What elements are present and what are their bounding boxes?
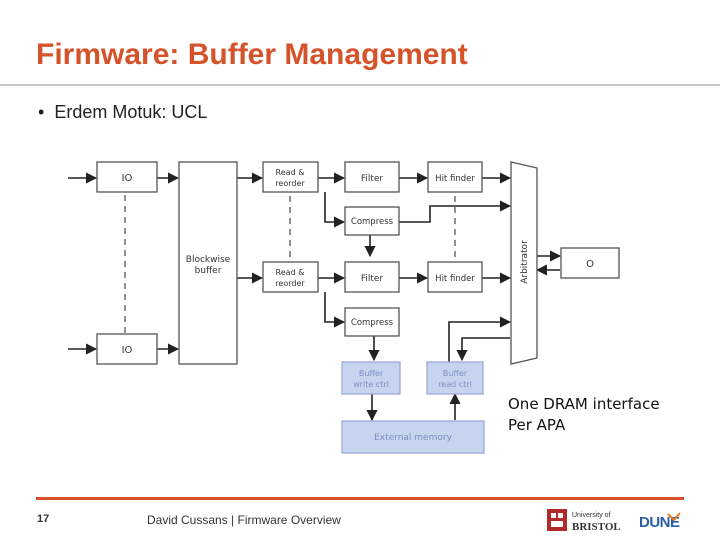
read-to-compress-top [324,192,346,228]
read-top-label-2: reorder [275,179,305,188]
read-reorder-box-top [262,161,319,193]
bullet-text: Erdem Motuk: UCL [54,102,208,122]
arbitrator-label: Arbitrator [520,240,530,284]
readctrl-to-arb [448,316,512,362]
dune-logo: DUNE [639,512,681,531]
compress-box-bottom [344,307,400,337]
compress-to-arb-top [399,200,512,223]
external-memory-box [341,420,485,454]
read-bot-label-1: Read & [276,268,305,277]
dune-logo-text: DUNE [639,514,680,531]
university-of-bristol-logo: University of BRISTOL [547,509,621,533]
dram-note-line2: Per APA [508,416,566,434]
read-top-label-1: Read & [276,168,305,177]
filter-bot-label: Filter [361,274,384,284]
bristol-logo-text-2: BRISTOL [572,521,621,533]
hit-top-label: Hit finder [435,174,475,184]
io-box-top [96,161,158,193]
output-io-label: O [586,259,594,270]
bullet-item: • Erdem Motuk: UCL [38,102,207,123]
buffer-read-label-2: read ctrl [438,380,472,389]
bristol-logo-text-1: University of [572,512,611,519]
buffer-read-ctrl-box [426,361,484,395]
title-divider [0,84,720,86]
output-io-box [560,247,620,279]
dune-wave-icon [667,512,681,522]
arb-to-readctrl [456,337,510,362]
buffer-write-label-2: write ctrl [353,380,389,389]
io-bottom-label: IO [122,345,133,356]
compress-bot-label: Compress [351,318,394,328]
buffer-write-label-1: Buffer [359,369,384,378]
bristol-crest-icon [547,509,567,531]
buffer-write-ctrl-box [341,361,401,395]
io-top-label: IO [122,173,133,184]
filter-box-bottom [344,261,400,293]
io-box-bottom [96,333,158,365]
footer-divider [36,497,684,500]
compress-box-top [344,206,400,236]
slide-number: 17 [37,513,50,525]
blockwise-label-2: buffer [195,266,222,276]
dram-note-line1: One DRAM interface [508,395,660,413]
footer-text: David Cussans | Firmware Overview [147,513,341,527]
filter-box-top [344,161,400,193]
hit-bot-label: Hit finder [435,274,475,284]
hit-finder-box-bottom [427,261,483,293]
dram-note: One DRAM interface Per APA [508,394,660,436]
external-memory-label: External memory [374,433,452,443]
compress-top-label: Compress [351,217,394,227]
slide-title: Firmware: Buffer Management [36,38,468,71]
bullet-dot: • [38,102,45,122]
arbitrator-box [510,161,538,365]
read-reorder-box-bottom [262,261,319,293]
buffer-read-label-1: Buffer [443,369,468,378]
blockwise-label-1: Blockwise [186,255,231,265]
filter-top-label: Filter [361,174,384,184]
hit-finder-box-top [427,161,483,193]
read-to-compress-bottom [324,292,346,328]
blockwise-buffer-box [178,161,238,365]
read-bot-label-2: reorder [275,279,305,288]
